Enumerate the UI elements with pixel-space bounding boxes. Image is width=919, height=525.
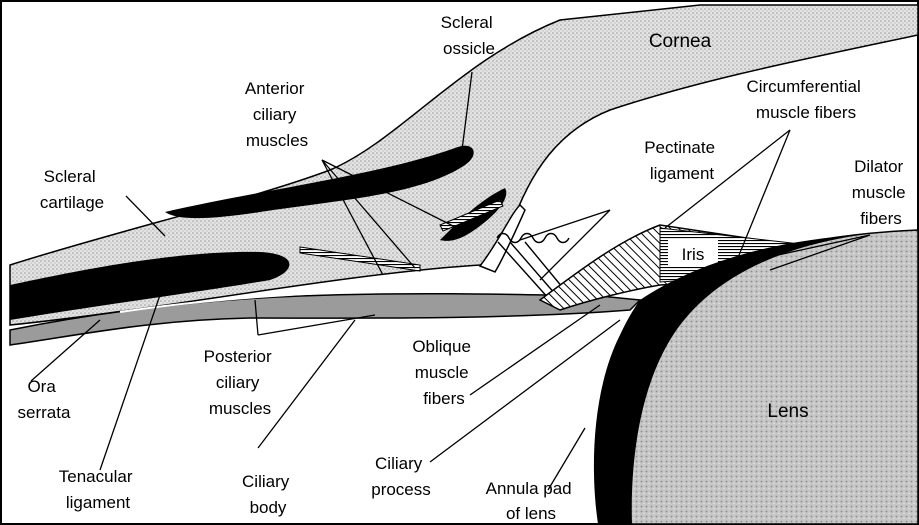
label-circumferential-muscle-fibers: Circumferential muscle fibers <box>746 77 865 122</box>
label-ora-serrata: Ora serrata <box>18 377 71 422</box>
label-lens: Lens <box>767 401 808 422</box>
label-iris: Iris <box>682 245 705 264</box>
label-posterior-ciliary-muscles: Posterior ciliary muscles <box>204 347 277 418</box>
label-scleral-ossicle: Scleral ossicle <box>441 13 498 58</box>
label-ciliary-process: Ciliary process <box>371 454 431 499</box>
label-annula-pad-of-lens: Annula pad of lens <box>486 479 577 523</box>
label-tenacular-ligament: Tenacular ligament <box>59 467 137 512</box>
label-pectinate-ligament: Pectinate ligament <box>644 138 720 183</box>
label-oblique-muscle-fibers: Oblique muscle fibers <box>412 337 475 408</box>
label-cornea: Cornea <box>649 31 712 52</box>
label-anterior-ciliary-muscles: Anterior ciliary muscles <box>245 79 309 150</box>
label-dilator-muscle-fibers: Dilator muscle fibers <box>852 157 911 228</box>
label-ciliary-body: Ciliary body <box>242 472 294 517</box>
label-scleral-cartilage: Scleral cartilage <box>40 167 104 212</box>
